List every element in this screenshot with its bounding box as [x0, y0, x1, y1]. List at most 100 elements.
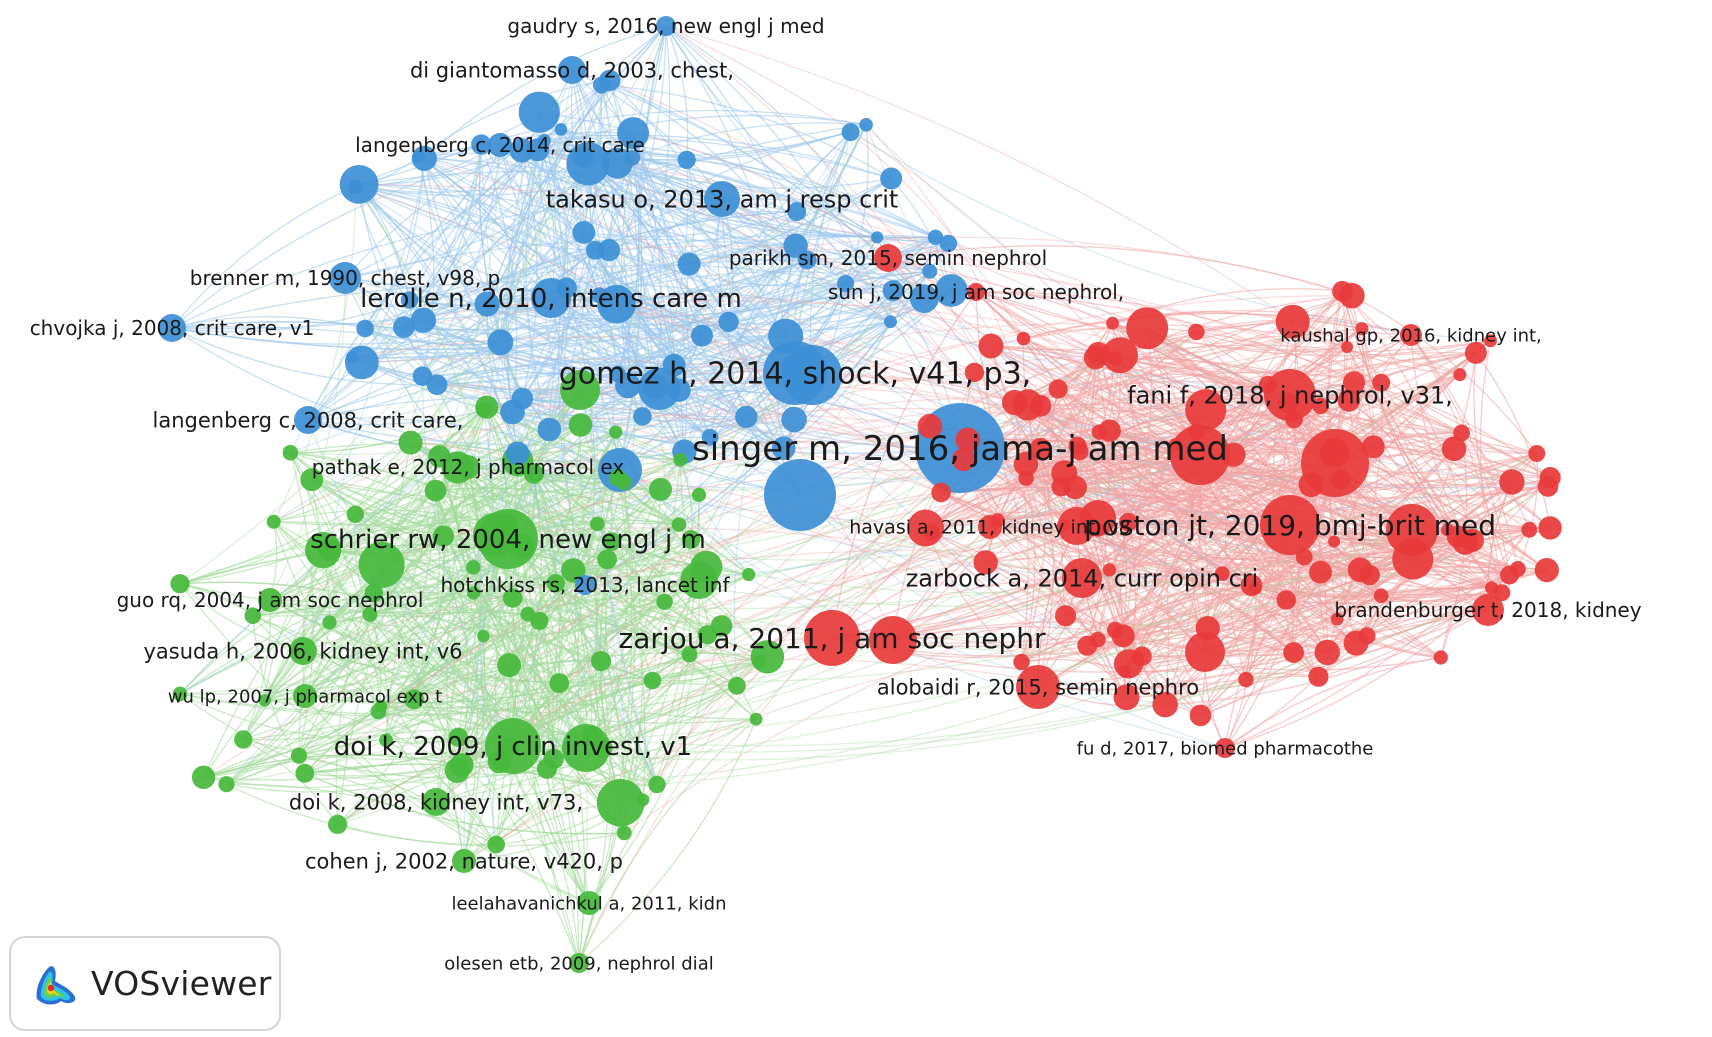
network-node[interactable]	[475, 401, 492, 418]
network-node[interactable]	[955, 427, 981, 453]
network-node[interactable]	[882, 280, 904, 302]
network-node[interactable]	[649, 477, 672, 501]
network-node[interactable]	[781, 406, 807, 433]
network-node[interactable]	[290, 747, 308, 764]
network-node[interactable]	[1152, 691, 1178, 718]
network-node[interactable]	[466, 560, 481, 575]
network-node[interactable]	[356, 319, 374, 338]
network-node[interactable]	[404, 689, 424, 710]
labeled-node[interactable]	[575, 575, 595, 595]
network-node[interactable]	[1013, 653, 1030, 671]
network-node[interactable]	[546, 574, 565, 593]
network-node[interactable]	[1048, 379, 1068, 399]
network-node[interactable]	[568, 413, 593, 437]
network-node[interactable]	[1453, 368, 1467, 382]
network-node[interactable]	[1283, 642, 1304, 663]
network-node[interactable]	[536, 758, 558, 779]
labeled-node[interactable]	[1260, 495, 1320, 555]
network-node[interactable]	[1249, 582, 1262, 595]
network-node[interactable]	[393, 316, 415, 339]
network-node[interactable]	[1089, 631, 1106, 648]
network-node[interactable]	[869, 616, 917, 664]
network-node[interactable]	[662, 353, 686, 377]
network-node[interactable]	[718, 311, 739, 332]
labeled-node[interactable]	[704, 181, 740, 217]
network-node[interactable]	[477, 629, 490, 643]
network-node[interactable]	[601, 147, 633, 179]
network-node[interactable]	[467, 586, 481, 600]
network-node[interactable]	[1464, 341, 1487, 364]
labeled-node[interactable]	[1400, 324, 1422, 346]
network-node[interactable]	[218, 776, 235, 793]
network-node[interactable]	[1453, 424, 1470, 442]
network-node[interactable]	[300, 468, 324, 492]
network-node[interactable]	[671, 517, 687, 532]
labeled-node[interactable]	[422, 788, 450, 816]
network-node[interactable]	[1189, 704, 1212, 727]
network-node[interactable]	[1238, 671, 1254, 688]
network-node[interactable]	[170, 574, 190, 594]
network-node[interactable]	[1337, 389, 1361, 412]
network-node[interactable]	[596, 779, 645, 827]
network-node[interactable]	[471, 134, 492, 155]
network-node[interactable]	[673, 453, 688, 467]
network-node[interactable]	[1221, 442, 1246, 467]
network-node[interactable]	[1106, 316, 1119, 330]
network-node[interactable]	[374, 700, 388, 713]
network-node[interactable]	[191, 765, 216, 789]
network-node[interactable]	[837, 275, 855, 293]
network-node[interactable]	[1537, 476, 1559, 497]
network-node[interactable]	[1051, 477, 1071, 497]
network-node[interactable]	[681, 530, 701, 549]
network-node[interactable]	[1119, 664, 1132, 678]
network-node[interactable]	[554, 123, 568, 136]
network-node[interactable]	[1018, 470, 1034, 486]
network-node[interactable]	[1029, 437, 1052, 460]
network-node[interactable]	[1131, 651, 1145, 665]
network-node[interactable]	[1521, 521, 1538, 538]
network-node[interactable]	[1314, 639, 1340, 666]
network-node[interactable]	[560, 370, 600, 410]
network-node[interactable]	[590, 516, 605, 532]
network-node[interactable]	[728, 676, 746, 695]
network-node[interactable]	[1441, 523, 1455, 537]
network-node[interactable]	[617, 117, 650, 150]
labeled-node[interactable]	[569, 953, 589, 973]
network-node[interactable]	[701, 428, 719, 446]
network-node[interactable]	[1276, 590, 1296, 610]
labeled-node[interactable]	[1016, 665, 1060, 709]
network-node[interactable]	[1441, 436, 1467, 462]
network-node[interactable]	[449, 753, 474, 777]
network-node[interactable]	[677, 150, 696, 169]
network-node[interactable]	[1091, 523, 1106, 537]
network-node[interactable]	[358, 541, 405, 588]
network-node[interactable]	[561, 558, 586, 583]
network-node[interactable]	[1002, 389, 1028, 416]
network-node[interactable]	[1029, 394, 1052, 417]
network-node[interactable]	[1126, 307, 1169, 350]
network-node[interactable]	[487, 329, 514, 356]
network-node[interactable]	[1119, 512, 1138, 532]
network-node[interactable]	[1332, 280, 1353, 302]
network-node[interactable]	[1372, 373, 1391, 392]
labeled-node[interactable]	[452, 849, 476, 873]
network-node[interactable]	[428, 445, 451, 468]
labeled-node[interactable]	[1062, 558, 1102, 598]
network-node[interactable]	[379, 733, 393, 748]
network-node[interactable]	[973, 550, 998, 575]
network-node[interactable]	[1534, 558, 1559, 583]
network-node[interactable]	[935, 274, 968, 307]
network-node[interactable]	[609, 365, 626, 383]
network-node[interactable]	[1188, 423, 1205, 441]
network-node[interactable]	[328, 814, 348, 835]
labeled-node[interactable]	[577, 891, 601, 915]
network-node[interactable]	[591, 287, 608, 304]
network-node[interactable]	[1308, 666, 1329, 687]
network-node[interactable]	[1298, 472, 1324, 498]
network-node[interactable]	[400, 291, 419, 309]
network-node[interactable]	[582, 726, 602, 746]
network-node[interactable]	[508, 533, 534, 560]
network-node[interactable]	[783, 233, 808, 258]
network-node[interactable]	[1055, 605, 1077, 627]
network-node[interactable]	[1499, 469, 1525, 495]
